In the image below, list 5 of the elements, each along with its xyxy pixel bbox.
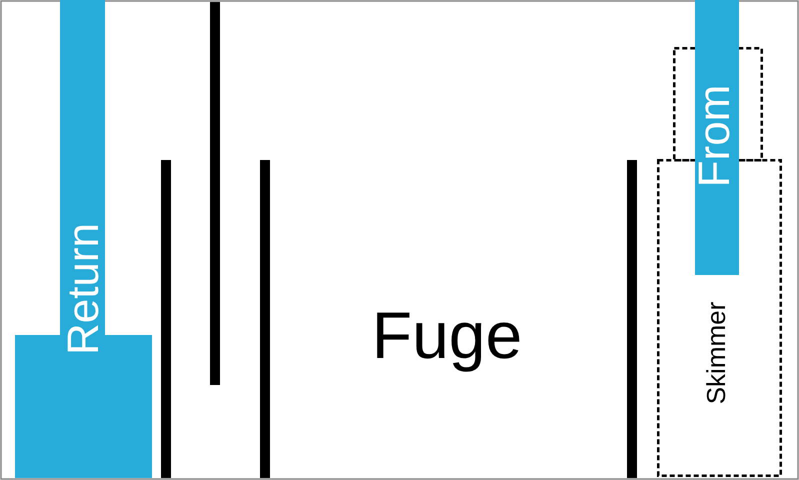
skimmer-label: Skimmer [703, 302, 729, 404]
pipe-label: From [693, 84, 737, 188]
return-pump-pipe [15, 0, 152, 478]
pipe-label: Return [62, 222, 106, 356]
inlet-pipe [695, 0, 739, 275]
